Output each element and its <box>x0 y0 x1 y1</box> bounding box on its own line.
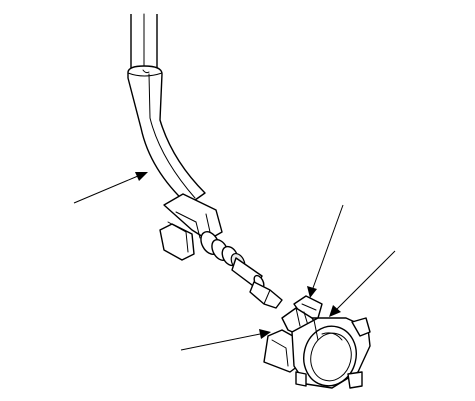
quick-connector-housing <box>263 317 371 389</box>
callout-leader-1 <box>73 172 148 204</box>
connector-body <box>163 193 223 241</box>
fitting-spigot <box>200 231 283 309</box>
connector-tab <box>159 223 195 261</box>
hose-sleeve <box>127 65 206 206</box>
callout-leader-3 <box>329 250 396 317</box>
hose <box>127 13 206 206</box>
spigot-tip <box>249 281 283 309</box>
callout-leader-2 <box>307 204 344 298</box>
hose-end-connector <box>159 193 223 261</box>
callout-leader-4 <box>180 329 271 351</box>
